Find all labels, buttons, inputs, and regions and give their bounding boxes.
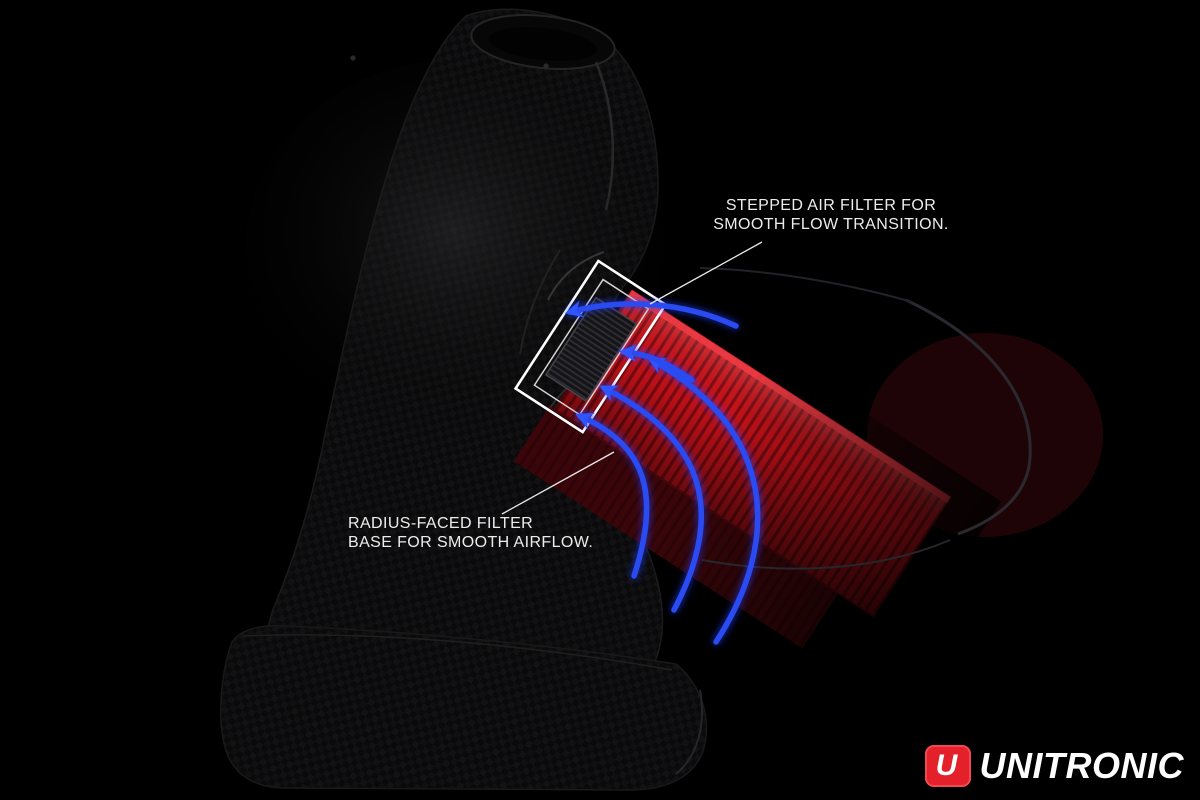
- unitronic-logo-text: UNITRONIC: [979, 745, 1184, 786]
- lower-airbox-body: [220, 624, 708, 791]
- annotation-stepped-filter-line2: SMOOTH FLOW TRANSITION.: [713, 215, 949, 233]
- duct-highlight-joint-top: [547, 251, 605, 301]
- annotation-radius-base-line2: BASE FOR SMOOTH AIRFLOW.: [348, 533, 594, 551]
- filter-base-highlight-inner: [533, 278, 650, 416]
- airflow-arrow: [618, 344, 695, 383]
- carbon-neck-bore: [489, 27, 597, 61]
- cover-highlight-edge-right: [905, 298, 1032, 536]
- annotation-leader-lines: [501, 241, 763, 515]
- annotation-stepped-filter-line1: STEPPED AIR FILTER FOR: [725, 197, 937, 214]
- duct-highlight-edge: [594, 61, 615, 211]
- airflow-arrow: [564, 300, 739, 329]
- unitronic-logo: U UNITRONIC: [924, 745, 1185, 787]
- annotation-stepped-filter: STEPPED AIR FILTER FOR SMOOTH FLOW TRANS…: [708, 197, 954, 235]
- neck-screw-dot: [543, 63, 549, 69]
- duct-highlight-bend: [519, 249, 561, 355]
- airflow-arrow: [647, 357, 761, 645]
- airflow-arrows: [564, 300, 761, 645]
- filter-clamp: [544, 296, 638, 402]
- cover-highlight-edge-bottom: [701, 539, 951, 570]
- leader-line-radius-base: [501, 451, 615, 515]
- unitronic-logo-mark-letter: U: [935, 749, 958, 782]
- cover-highlight-edge-top: [699, 267, 913, 303]
- lower-airbox: [220, 624, 708, 791]
- airflow-arrow: [575, 412, 650, 579]
- glossy-cover: [699, 267, 1032, 570]
- leader-line-stepped-filter: [649, 241, 763, 305]
- lower-airbox-top-edge: [243, 634, 673, 671]
- unitronic-logo-mark-icon: U: [924, 745, 971, 787]
- neck-screw-dot: [350, 55, 356, 61]
- filter-base-highlight-outer: [513, 259, 668, 434]
- airflow-arrow: [599, 385, 704, 613]
- annotation-radius-base: RADIUS-FACED FILTER BASE FOR SMOOTH AIRF…: [348, 515, 612, 553]
- annotation-radius-base-line1: RADIUS-FACED FILTER: [348, 515, 534, 532]
- cover-tint-over-filter: [630, 348, 1002, 712]
- lower-airbox-corner-highlight: [675, 689, 703, 775]
